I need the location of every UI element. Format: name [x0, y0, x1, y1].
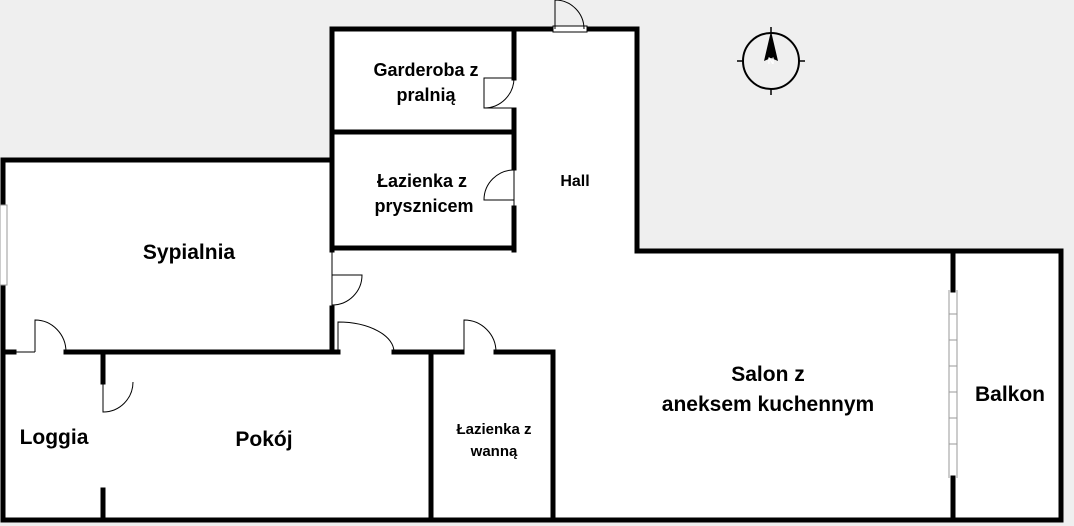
- room-label-lazienka-prysznic-line1: Łazienka z: [377, 171, 467, 191]
- compass-label: N: [768, 56, 775, 66]
- interior-walls: [0, 26, 956, 523]
- doors: [14, 0, 588, 413]
- room-label-hall: Hall: [560, 173, 589, 190]
- room-label-garderoba-line2: pralnią: [396, 85, 456, 105]
- room-label-garderoba-line1: Garderoba z: [373, 60, 478, 80]
- room-label-salon-line1: Salon z: [731, 363, 805, 386]
- room-label-balkon: Balkon: [975, 383, 1045, 406]
- room-label-lazienka-wanna-line1: Łazienka z: [456, 421, 531, 438]
- room-label-salon-line2: aneksem kuchennym: [662, 393, 874, 416]
- outer-walls: [0, 26, 1064, 523]
- floor-area: [3, 29, 1061, 520]
- room-label-pokoj: Pokój: [235, 428, 292, 451]
- balcony-glazing: [948, 290, 958, 478]
- room-label-lazienka-prysznic-line2: prysznicem: [374, 196, 473, 216]
- room-label-loggia: Loggia: [20, 426, 89, 449]
- room-label-sypialnia: Sypialnia: [143, 241, 236, 264]
- bedroom-window: [0, 204, 8, 286]
- compass-icon: N: [737, 27, 805, 95]
- room-label-lazienka-wanna-line2: wanną: [470, 443, 518, 460]
